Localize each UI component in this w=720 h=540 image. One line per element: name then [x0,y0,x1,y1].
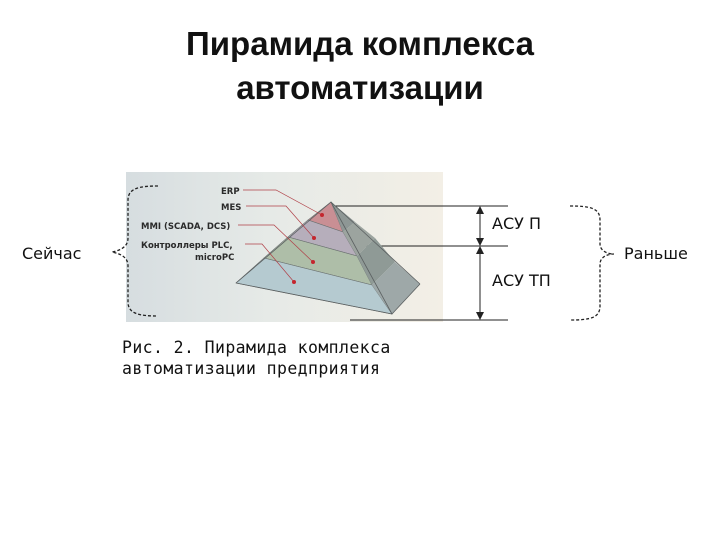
marker-mes [312,236,316,240]
pyramid [235,201,421,315]
title-line-1: Пирамида комплекса [186,25,534,62]
marker-erp [320,213,324,217]
marker-mmi [311,260,315,264]
label-upper-level: АСУ П [492,214,541,233]
layer-label-mes: MES [221,203,241,213]
page-title: Пирамида комплекса автоматизации [0,22,720,110]
label-now: Сейчас [22,244,81,263]
marker-controllers [292,280,296,284]
label-before: Раньше [624,244,688,263]
layer-labels: ERP MES MMI (SCADA, DCS) Контроллеры PLC… [141,187,324,284]
layer-label-micropc: microPC [195,253,234,263]
layer-label-mmi: MMI (SCADA, DCS) [141,222,230,232]
right-brace [569,205,615,321]
arrow-lower-level [476,246,484,320]
caption-line-1: Рис. 2. Пирамида комплекса [122,338,391,357]
figure-caption: Рис. 2. Пирамида комплекса автоматизации… [122,337,391,379]
caption-line-2: автоматизации предприятия [122,359,381,378]
left-brace [111,185,159,317]
layer-label-controllers: Контроллеры PLC, [141,241,233,251]
label-lower-level: АСУ ТП [492,271,551,290]
arrow-upper-level [476,206,484,246]
layer-label-erp: ERP [221,187,240,197]
pyramid-right-face [331,202,420,314]
title-line-2: автоматизации [236,69,484,106]
